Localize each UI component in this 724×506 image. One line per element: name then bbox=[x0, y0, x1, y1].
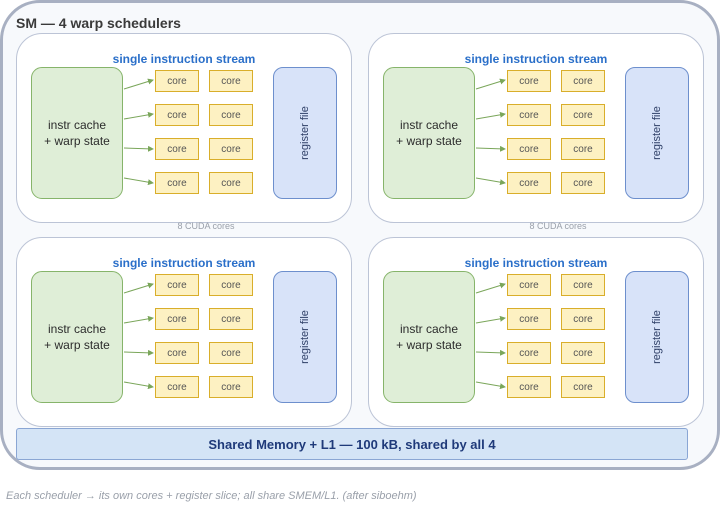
register-file: register file bbox=[625, 67, 689, 199]
cuda-core: core bbox=[209, 308, 253, 330]
cuda-core: core bbox=[507, 342, 551, 364]
instruction-stream-label: single instruction stream bbox=[112, 256, 256, 270]
register-file: register file bbox=[273, 271, 337, 403]
cuda-core: core bbox=[561, 342, 605, 364]
cuda-core: core bbox=[209, 104, 253, 126]
warp-scheduler-4: single instruction stream instr cache + … bbox=[368, 237, 704, 427]
cuda-core: core bbox=[209, 138, 253, 160]
instr-cache-label: instr cache bbox=[399, 322, 459, 336]
cuda-core: core bbox=[155, 308, 199, 330]
cuda-core: core bbox=[507, 138, 551, 160]
cuda-core: core bbox=[561, 172, 605, 194]
cuda-core: core bbox=[507, 274, 551, 296]
cuda-core: core bbox=[507, 70, 551, 92]
cuda-core: core bbox=[155, 376, 199, 398]
cuda-core: core bbox=[209, 172, 253, 194]
cuda-core: core bbox=[507, 172, 551, 194]
instr-cache-block: instr cache + warp state bbox=[383, 271, 475, 403]
warp-state-label: + warp state bbox=[44, 134, 110, 148]
sm-title: SM — 4 warp schedulers bbox=[16, 15, 181, 31]
register-file: register file bbox=[273, 67, 337, 199]
register-file: register file bbox=[625, 271, 689, 403]
cuda-core: core bbox=[561, 274, 605, 296]
dispatch-arrows bbox=[475, 282, 506, 390]
register-file-label: register file bbox=[299, 310, 311, 364]
register-file-label: register file bbox=[299, 106, 311, 160]
instruction-stream-label: single instruction stream bbox=[112, 52, 256, 66]
warp-state-label: + warp state bbox=[44, 338, 110, 352]
dispatch-arrows bbox=[123, 78, 154, 186]
instr-cache-label: instr cache bbox=[47, 322, 107, 336]
cores-count-note: 8 CUDA cores bbox=[529, 221, 587, 231]
instruction-stream-label: single instruction stream bbox=[464, 52, 608, 66]
cuda-core: core bbox=[507, 376, 551, 398]
instr-cache-block: instr cache + warp state bbox=[31, 67, 123, 199]
instr-cache-block: instr cache + warp state bbox=[31, 271, 123, 403]
cuda-core: core bbox=[209, 70, 253, 92]
cuda-core: core bbox=[155, 138, 199, 160]
dispatch-arrows bbox=[475, 78, 506, 186]
cores-count-note: 8 CUDA cores bbox=[177, 221, 235, 231]
instr-cache-block: instr cache + warp state bbox=[383, 67, 475, 199]
warp-scheduler-1: single instruction stream instr cache + … bbox=[16, 33, 352, 223]
cuda-core: core bbox=[561, 138, 605, 160]
instr-cache-label: instr cache bbox=[399, 118, 459, 132]
warp-state-label: + warp state bbox=[396, 338, 462, 352]
cuda-core: core bbox=[561, 308, 605, 330]
warp-scheduler-3: single instruction stream instr cache + … bbox=[16, 237, 352, 427]
cuda-core: core bbox=[209, 342, 253, 364]
cuda-core: core bbox=[507, 104, 551, 126]
cuda-core: core bbox=[155, 104, 199, 126]
dispatch-arrows bbox=[123, 282, 154, 390]
cuda-core: core bbox=[155, 274, 199, 296]
instruction-stream-label: single instruction stream bbox=[464, 256, 608, 270]
cuda-core: core bbox=[155, 172, 199, 194]
cuda-core: core bbox=[561, 376, 605, 398]
warp-scheduler-2: single instruction stream instr cache + … bbox=[368, 33, 704, 223]
cuda-core: core bbox=[155, 342, 199, 364]
register-file-label: register file bbox=[651, 106, 663, 160]
instr-cache-label: instr cache bbox=[47, 118, 107, 132]
cuda-core: core bbox=[561, 104, 605, 126]
register-file-label: register file bbox=[651, 310, 663, 364]
cuda-core: core bbox=[209, 376, 253, 398]
shared-memory-block: Shared Memory + L1 — 100 kB, shared by a… bbox=[16, 428, 688, 460]
warp-state-label: + warp state bbox=[396, 134, 462, 148]
cuda-core: core bbox=[507, 308, 551, 330]
figure-caption: Each scheduler → its own cores + registe… bbox=[6, 490, 417, 502]
cuda-core: core bbox=[209, 274, 253, 296]
cuda-core: core bbox=[561, 70, 605, 92]
cuda-core: core bbox=[155, 70, 199, 92]
